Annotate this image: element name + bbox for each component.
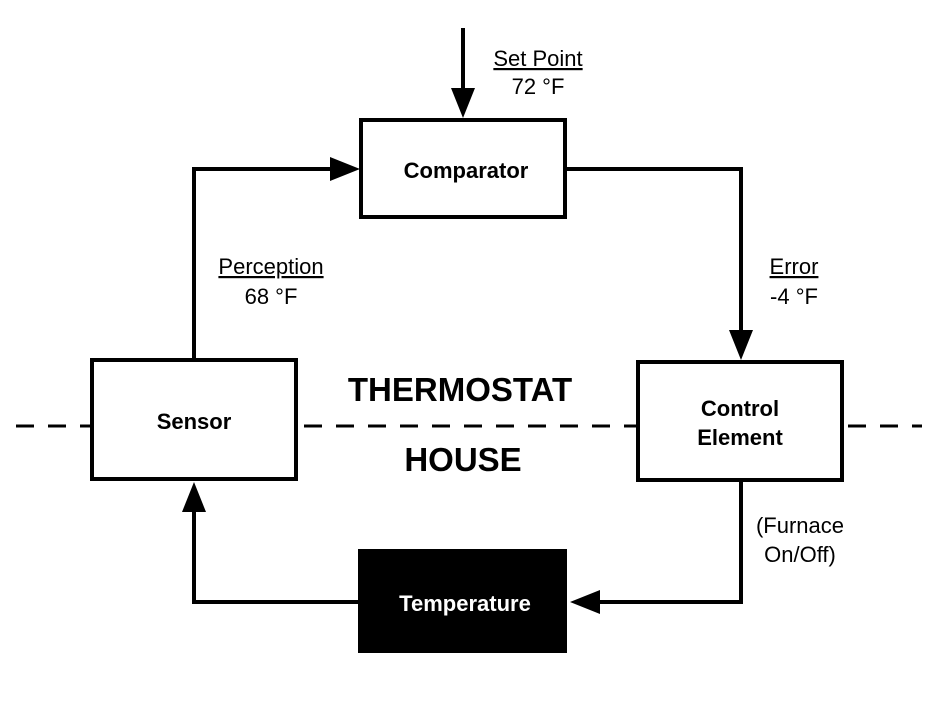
comparator-box bbox=[359, 118, 567, 219]
temperature-box bbox=[358, 549, 567, 653]
perception-arrowhead bbox=[330, 157, 360, 181]
furnace-arrowhead bbox=[570, 590, 600, 614]
comparator-to-control-line bbox=[565, 167, 743, 334]
control-element-label-line2: Element bbox=[697, 425, 783, 450]
furnace-label-line2: On/Off) bbox=[764, 542, 836, 567]
sensor-box bbox=[90, 358, 298, 481]
control-element-label-line1: Control bbox=[701, 396, 779, 421]
temperature-arrowhead bbox=[182, 482, 206, 512]
furnace-label-line1: (Furnace bbox=[756, 513, 844, 538]
house-region-label: HOUSE bbox=[404, 441, 521, 478]
set-point-arrowhead bbox=[451, 88, 475, 118]
thermostat-region-label: THERMOSTAT bbox=[348, 371, 572, 408]
temperature-to-sensor-line bbox=[192, 508, 360, 604]
perception-label: Perception bbox=[218, 254, 323, 279]
control-element-box bbox=[636, 360, 844, 482]
comparator-label: Comparator bbox=[404, 158, 529, 183]
sensor-label: Sensor bbox=[157, 409, 232, 434]
error-label: Error bbox=[770, 254, 819, 279]
error-value: -4 °F bbox=[770, 284, 818, 309]
control-to-temperature-line bbox=[596, 480, 743, 604]
set-point-value: 72 °F bbox=[512, 74, 565, 99]
perception-value: 68 °F bbox=[245, 284, 298, 309]
sensor-to-comparator-line bbox=[192, 167, 334, 360]
set-point-label: Set Point bbox=[493, 46, 582, 71]
error-arrowhead bbox=[729, 330, 753, 360]
temperature-label: Temperature bbox=[399, 591, 531, 616]
